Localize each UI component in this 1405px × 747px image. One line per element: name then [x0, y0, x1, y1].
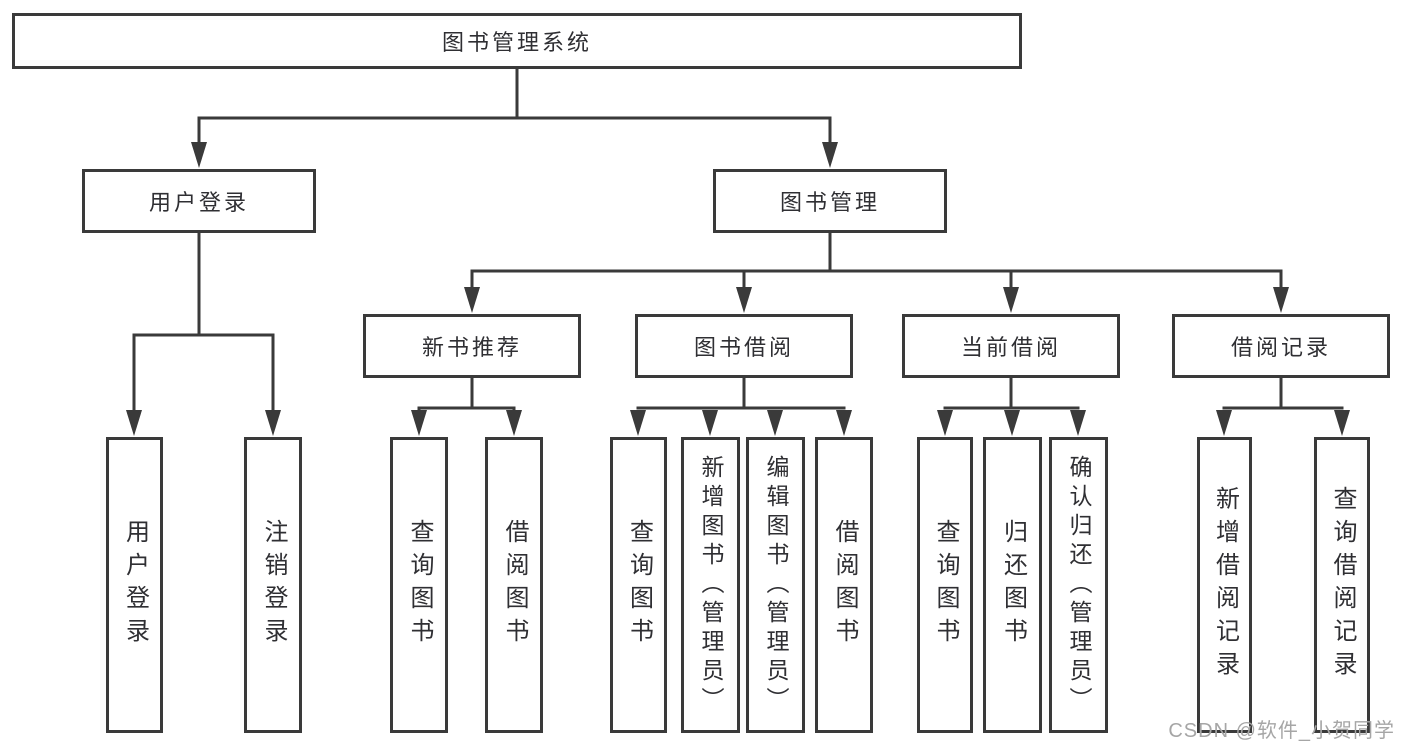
arrowhead [1273, 287, 1289, 313]
leaf-add-borrow-record: 新增借阅记录 [1197, 437, 1252, 733]
leaf-label: 注销登录 [260, 519, 287, 651]
arrowhead [630, 410, 646, 436]
arrowhead [702, 410, 718, 436]
arrowhead [265, 410, 281, 436]
leaf-label: 用户登录 [121, 519, 149, 651]
arrowhead [126, 410, 142, 436]
leaf-edit-book-admin: 编辑图书（管理员） [746, 437, 805, 733]
arrowhead [191, 142, 207, 168]
leaf-query-books-2: 查询图书 [610, 437, 667, 733]
leaf-add-book-admin: 新增图书（管理员） [681, 437, 740, 733]
leaf-label: 借阅图书 [831, 519, 858, 651]
leaf-label: 新增借阅记录 [1211, 486, 1239, 684]
node-user-login: 用户登录 [82, 169, 316, 233]
arrowhead [1070, 410, 1086, 436]
node-current-borrowing: 当前借阅 [902, 314, 1120, 378]
arrowhead [822, 142, 838, 168]
arrowhead [506, 410, 522, 436]
csdn-watermark: CSDN @软件_小贺同学 [1168, 720, 1395, 742]
node-new-book-recommend: 新书推荐 [363, 314, 581, 378]
arrowhead [836, 410, 852, 436]
arrowhead [767, 410, 783, 436]
leaf-query-books-3: 查询图书 [917, 437, 973, 733]
leaf-logout: 注销登录 [244, 437, 302, 733]
node-book-management: 图书管理 [713, 169, 947, 233]
node-book-borrowing: 图书借阅 [635, 314, 853, 378]
leaf-label: 归还图书 [999, 519, 1027, 651]
arrowhead [736, 287, 752, 313]
leaf-borrow-books-1: 借阅图书 [485, 437, 543, 733]
arrowhead [1216, 410, 1232, 436]
arrowhead [1334, 410, 1350, 436]
leaf-label: 借阅图书 [501, 519, 528, 651]
arrowhead [937, 410, 953, 436]
arrowhead [464, 287, 480, 313]
leaf-query-books-1: 查询图书 [390, 437, 448, 733]
leaf-label: 确认归还（管理员） [1066, 454, 1092, 716]
arrowhead [1003, 287, 1019, 313]
leaf-confirm-return-admin: 确认归还（管理员） [1049, 437, 1108, 733]
leaf-label: 查询借阅记录 [1329, 486, 1356, 684]
arrowhead [1004, 410, 1020, 436]
leaf-user-login: 用户登录 [106, 437, 163, 733]
leaf-label: 新增图书（管理员） [698, 454, 724, 716]
node-borrowing-records: 借阅记录 [1172, 314, 1390, 378]
leaf-label: 查询图书 [932, 519, 959, 651]
leaf-return-books: 归还图书 [983, 437, 1042, 733]
arrowhead [411, 410, 427, 436]
leaf-borrow-books-2: 借阅图书 [815, 437, 873, 733]
node-root: 图书管理系统 [12, 13, 1022, 69]
leaf-label: 编辑图书（管理员） [763, 454, 789, 716]
leaf-label: 查询图书 [625, 519, 653, 651]
leaf-label: 查询图书 [406, 519, 433, 651]
leaf-query-borrow-record: 查询借阅记录 [1314, 437, 1370, 733]
